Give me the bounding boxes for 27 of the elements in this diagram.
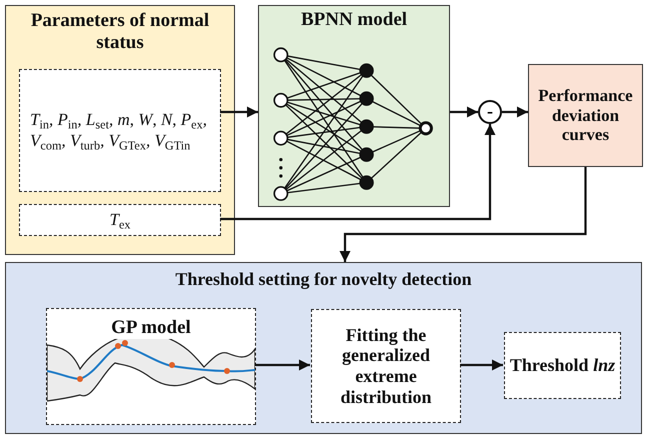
heading: Performance deviation curves [537, 86, 634, 145]
arrow [450, 106, 478, 118]
arrow [340, 167, 587, 262]
gp-model-box [46, 308, 256, 425]
model-box [258, 5, 450, 207]
subtract-circle [478, 100, 502, 124]
heading: BPNN model [300, 9, 408, 31]
heading: Threshold setting for novelty detection [175, 269, 472, 290]
arrow [502, 106, 528, 118]
result-box [528, 64, 643, 167]
parameter-box [19, 69, 221, 192]
process-box [504, 332, 621, 399]
arrow [220, 106, 258, 118]
threshold-panel [5, 262, 642, 434]
heading: GP model [111, 317, 191, 339]
heading: Threshold lnz [510, 355, 616, 376]
heading: Parameters of normal status [30, 10, 210, 54]
parameter-list: T$_{in}$, P$_{in}$, L$_{set}$, m, W, N, P$_{ex}$, V$_{com}$, V$_{turb}$, V$_{GTex}$, V$_{GTin}$ [30, 110, 210, 151]
operator-sign: - [487, 102, 493, 120]
input-panel [5, 5, 235, 255]
arrow [460, 360, 503, 370]
process-box [311, 309, 461, 423]
parameter-list: T$_{ex}$ [109, 210, 131, 230]
heading: Fitting the generalized extreme distribution [339, 324, 433, 408]
arrow [220, 124, 496, 220]
arrow [255, 360, 310, 370]
parameter-box [19, 204, 221, 236]
